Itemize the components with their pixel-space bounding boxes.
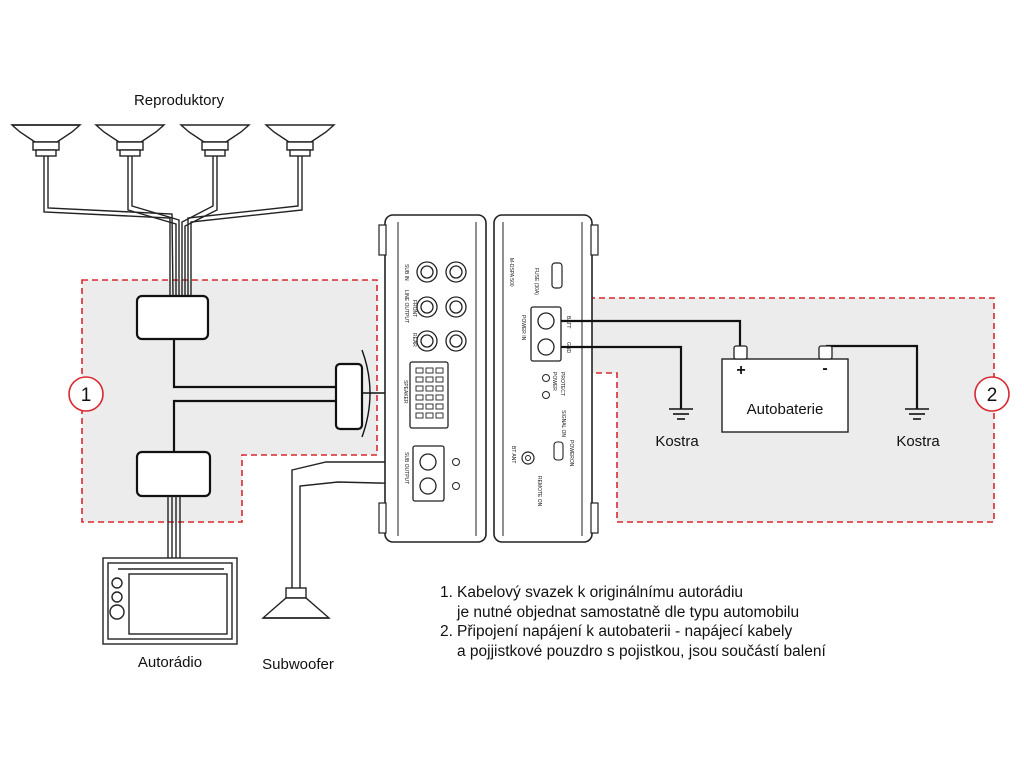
amp-fuse-label: FUSE (30A) [533,268,539,295]
amp-poweron-label: POWERON [568,440,574,467]
speaker-icon [264,124,336,157]
harness-connector-top [135,294,210,341]
zone-2-number: 2 [987,385,998,406]
radio-wires [167,496,181,558]
note-2-number: 2. [440,623,453,640]
car-radio-label: Autorádio [138,654,202,671]
protect-led-icon [542,391,550,399]
zone-2-badge [974,376,1010,412]
power-led-icon [542,374,550,382]
note-2-line-2: a pojjistkové pouzdro s pojistkou, jsou … [457,642,826,660]
battery-icon [721,345,849,433]
speaker-icon [94,124,166,157]
car-radio-icon [102,557,238,645]
speaker-wires [43,156,303,297]
note-1-number: 1. [440,584,453,601]
amp-signal-on-label: SIGNAL ON [560,410,566,437]
subwoofer-icon [261,587,331,619]
battery-minus-label: - [822,360,827,377]
notes: 1.Kabelový svazek k originálnímu autorád… [440,583,910,661]
amp-model-label: M-DSPA 500 [508,258,514,287]
zone-1-badge [68,376,104,412]
amp-protect-label: PROTECT [559,372,565,396]
amp-sub-in-label: SUB IN [403,264,409,281]
harness-connector-bottom [135,450,212,498]
ground-icon [905,408,929,420]
note-2-line-1: Připojení napájení k autobaterii - napáj… [457,623,793,640]
amplifier-power-panel: M-DSPA 500 FUSE (30A) POWER IN BATT GND … [493,214,599,543]
amp-speaker-label: SPEAKER [402,380,408,404]
battery-label: Autobaterie [747,401,824,418]
ground-left-label: Kostra [655,433,699,450]
amp-front-label: FRONT [411,300,417,317]
amp-bt-ant-label: BT ANT [510,446,516,463]
amp-sub-output-label: SUB OUTPUT [403,452,409,484]
amp-rear-label: REAR [411,333,417,347]
subwoofer-wires [291,461,418,588]
note-1-line-1: Kabelový svazek k originálnímu autorádiu [457,584,744,601]
amp-power-in-label: POWER IN [520,315,526,341]
amp-batt-label: BATT [565,316,571,328]
note-2: 2.Připojení napájení k autobaterii - nap… [440,622,910,642]
power-wires [561,319,919,409]
harness-wires [172,339,336,452]
speaker-icon [10,124,82,157]
note-1-line-2: je nutné objednat samostatně dle typu au… [457,603,800,621]
amp-remote-on-label: REMOTE ON [536,476,542,507]
amp-power-label: POWER [551,372,557,391]
note-1: 1.Kabelový svazek k originálnímu autorád… [440,583,910,603]
battery-plus-label: + [736,362,745,379]
ground-right-label: Kostra [896,433,940,450]
amp-line-output-label: LINE OUTPUT [403,290,409,323]
speaker-plug [334,349,404,438]
speaker-icon [179,124,251,157]
zone-1-number: 1 [81,385,92,406]
amplifier-signal-panel: SUB IN LINE OUTPUT FRONT REAR SPEAKER SU… [378,214,487,543]
ground-icon [669,408,693,420]
speakers-label: Reproduktory [134,92,225,109]
subwoofer-label: Subwoofer [262,656,334,673]
